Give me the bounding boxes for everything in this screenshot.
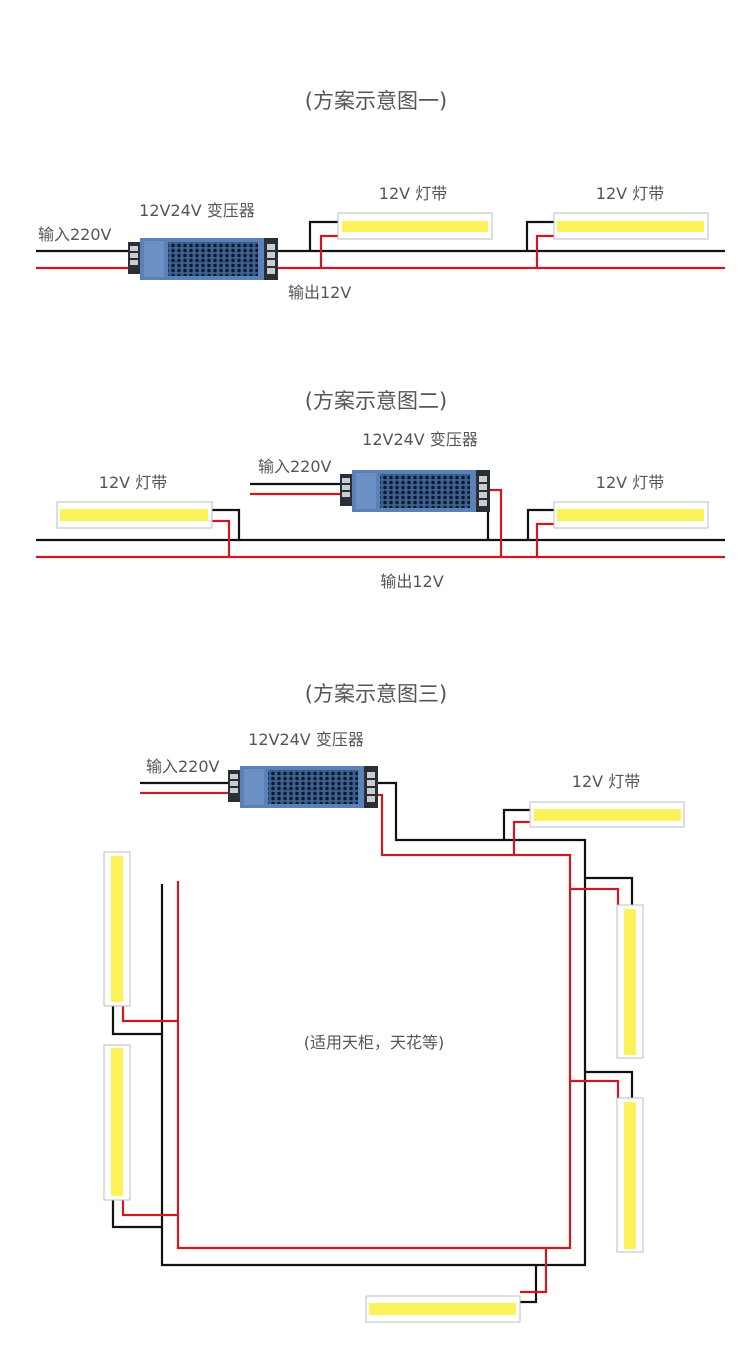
diagram2-strip1-label: 12V 灯带: [99, 473, 167, 492]
diagram3-input-label: 输入220V: [146, 757, 220, 776]
diagram3-note: (适用天柜，天花等): [304, 1033, 445, 1052]
diagram3-strip-right-lower: [616, 1097, 644, 1253]
diagram1-strip-2: [553, 212, 709, 240]
diagram2-transformer: [340, 470, 490, 512]
diagram2-input-label: 输入220V: [258, 457, 332, 476]
diagram2-output-label: 输出12V: [380, 572, 443, 591]
diagram1-strip-1: [337, 212, 493, 240]
diagram2-wires: [36, 482, 725, 559]
diagram2-strip2-label: 12V 灯带: [596, 473, 664, 492]
diagram3-strip-label: 12V 灯带: [572, 772, 640, 791]
diagram1-strip2-label: 12V 灯带: [596, 184, 664, 203]
diagram3-strip-bottom: [365, 1295, 521, 1323]
diagram3-title: (方案示意图三): [305, 682, 447, 706]
diagram1-transformer: [128, 238, 278, 280]
diagram3-strip-right-upper: [616, 904, 644, 1059]
diagram3-wires: [111, 781, 634, 1304]
diagram1-strip1-label: 12V 灯带: [379, 184, 447, 203]
diagram3-strip-left-upper: [103, 851, 131, 1007]
diagram3-strip-top-right: [529, 801, 685, 828]
diagram2-strip-1: [56, 501, 213, 529]
diagram3-transformer-label: 12V24V 变压器: [248, 730, 364, 749]
diagram1-title: (方案示意图一): [305, 89, 447, 113]
diagram1-transformer-label: 12V24V 变压器: [139, 201, 255, 220]
diagram1-wires: [36, 220, 725, 270]
diagram3-strip-left-lower: [103, 1044, 131, 1201]
diagram1-output-label: 输出12V: [288, 283, 351, 302]
diagram2-transformer-label: 12V24V 变压器: [362, 430, 478, 449]
diagram3-transformer: [228, 766, 378, 808]
diagram1-input-label: 输入220V: [38, 225, 112, 244]
diagram2-strip-2: [553, 501, 709, 529]
diagram2-title: (方案示意图二): [305, 389, 447, 413]
